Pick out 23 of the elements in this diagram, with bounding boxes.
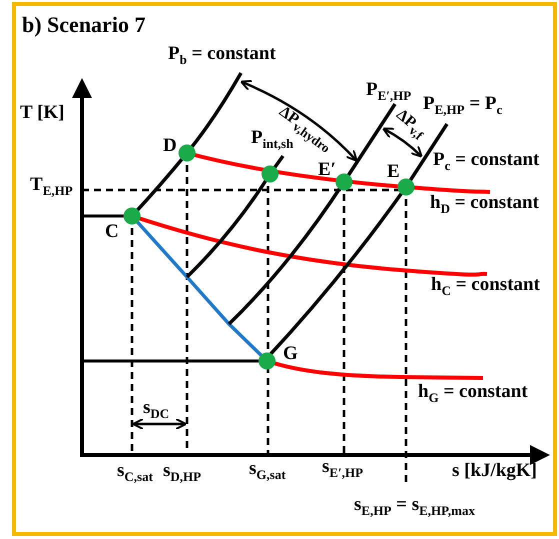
- curve-label: h$_{D}$ = constant: [430, 193, 539, 216]
- curve-label: h$_{G}$ = constant: [418, 382, 528, 406]
- curve-label: P$_{E,HP}$ = P$_{c}$: [423, 94, 502, 118]
- point-label: E′: [318, 160, 336, 181]
- tick-label: s$_{E′,HP}$: [322, 457, 364, 480]
- point-label: C: [105, 222, 119, 243]
- tick-label: s$_{E,HP}$ = s$_{E,HP,max}$: [354, 495, 475, 518]
- tick-label: s$_{D,HP}$: [163, 461, 202, 484]
- point-label: G: [283, 344, 298, 365]
- curve-label: h$_{C}$ = constant: [431, 275, 540, 298]
- axis-title: T [K]: [20, 103, 65, 124]
- point-label: E: [387, 162, 400, 183]
- tick-label: s$_{C,sat}$: [117, 461, 153, 484]
- curve-label: P$_{c}$ = constant: [433, 150, 540, 174]
- axis-value-label: T$_{E,HP}$: [30, 175, 73, 198]
- axis-title: s [kJ/kgK]: [452, 461, 537, 482]
- tick-label: s$_{G,sat}$: [249, 459, 286, 482]
- curve-label: P$_{b}$ = constant: [168, 44, 276, 68]
- curve-label: P$_{E′,HP}$: [366, 80, 412, 104]
- point-label: D: [163, 136, 177, 157]
- dimension-label: s$_{DC}$: [143, 398, 170, 422]
- diagram-title: b) Scenario 7: [22, 12, 146, 38]
- curve-label: P$_{int,sh}$: [251, 128, 294, 152]
